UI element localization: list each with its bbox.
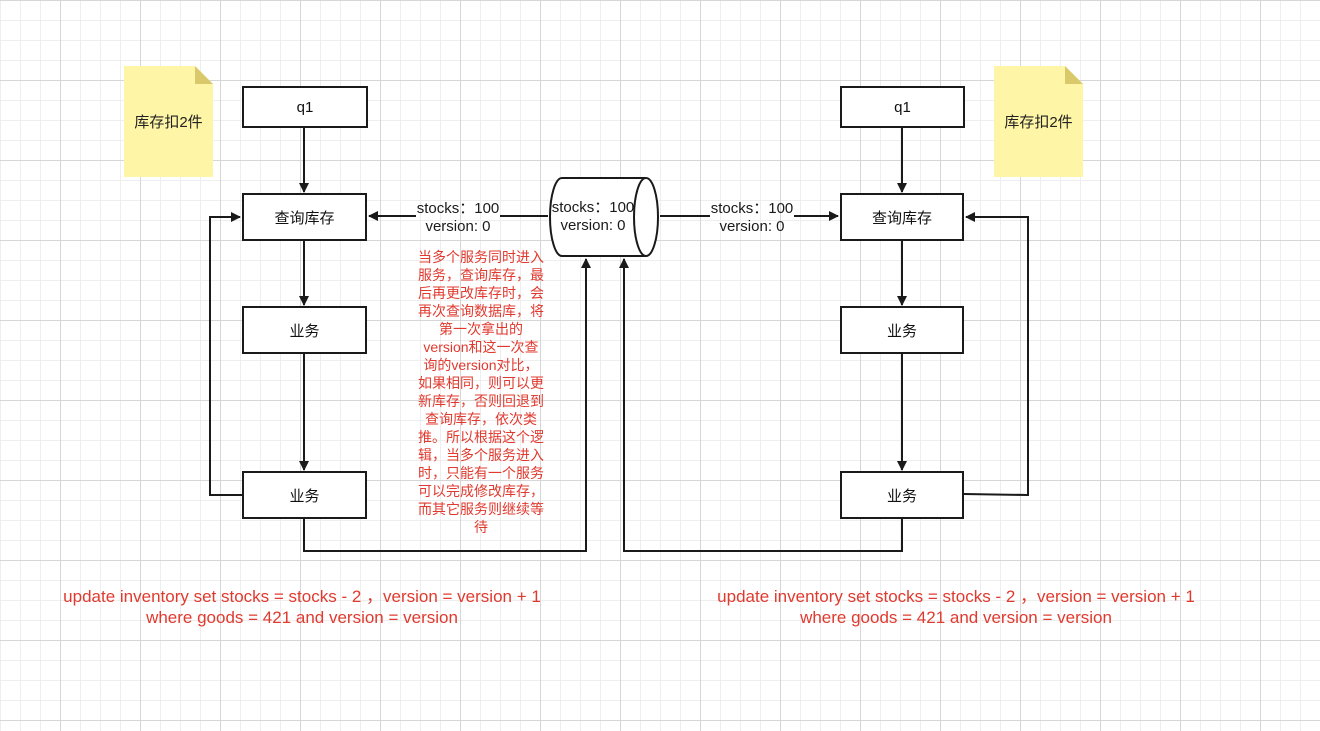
- left-q1-label: q1: [296, 98, 314, 116]
- left-arrow-biz2-to-db: [303, 258, 591, 552]
- database-label: stocks：100 version: 0: [551, 199, 635, 234]
- left-business-box-2: 业务: [242, 471, 367, 519]
- left-query-stock-box: 查询库存: [242, 193, 367, 241]
- left-arrow-retry-loop: [209, 212, 242, 496]
- right-business-box-2: 业务: [840, 471, 964, 519]
- left-sticky-note: 库存扣2件: [124, 66, 213, 177]
- right-business-label-1: 业务: [886, 322, 917, 340]
- right-business-box-1: 业务: [840, 306, 964, 354]
- left-query-stock-label: 查询库存: [274, 209, 335, 227]
- left-q1-box: q1: [242, 86, 368, 128]
- left-note-text: 库存扣2件: [134, 114, 203, 131]
- version-explanation-text: 当多个服务同时进入 服务，查询库存，最 后再更改库存时，会 再次查询数据库，将 …: [418, 249, 544, 535]
- right-query-stock-box: 查询库存: [840, 193, 964, 241]
- right-query-stock-label: 查询库存: [871, 209, 932, 227]
- left-business-box-1: 业务: [242, 306, 367, 354]
- database-cylinder-icon: [549, 177, 659, 257]
- right-q1-box: q1: [840, 86, 965, 128]
- right-arrow-retry-loop: [963, 212, 1029, 497]
- left-stocks-arrow-label: stocks：100 version: 0: [416, 200, 500, 235]
- right-stocks-arrow-label: stocks：100 version: 0: [710, 200, 794, 235]
- right-sticky-note: 库存扣2件: [994, 66, 1083, 177]
- left-business-label-1: 业务: [289, 322, 320, 340]
- left-business-label-2: 业务: [289, 487, 320, 505]
- right-arrow-biz2-to-db: [619, 258, 903, 552]
- right-sql-statement: update inventory set stocks = stocks - 2…: [717, 587, 1195, 627]
- right-business-label-2: 业务: [886, 487, 917, 505]
- right-note-text: 库存扣2件: [1004, 114, 1073, 131]
- left-sql-statement: update inventory set stocks = stocks - 2…: [63, 587, 541, 627]
- right-q1-label: q1: [894, 98, 911, 116]
